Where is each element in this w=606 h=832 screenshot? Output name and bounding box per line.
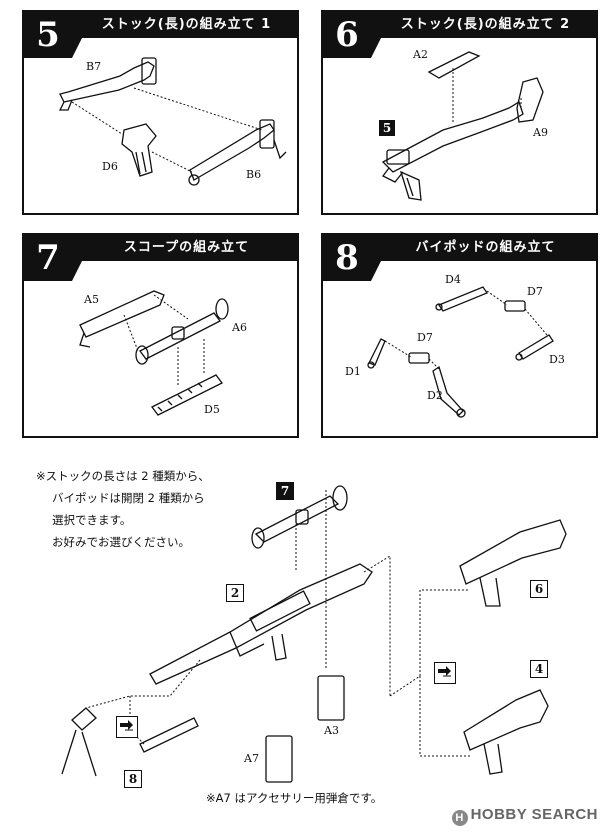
part-label-d2: D2 [427,389,443,402]
step-8-title: バイポッドの組み立て [415,240,556,255]
part-label-a6: A6 [232,321,247,334]
footnote-a7: ※A7 はアクセサリー用弾倉です。 [206,791,383,805]
part-label-d4: D4 [445,273,461,286]
part-label-a3: A3 [324,724,339,737]
step-7-illustration [79,290,229,416]
swap-arrow-icon-stock [434,662,456,684]
final-assembly-illustration [61,485,567,783]
final-badge-stock-short: 4 [530,660,548,678]
step-8-illustration [367,286,554,418]
part-label-b6: B6 [246,168,262,181]
final-badge-scope: 7 [276,482,294,500]
step-6-panel: ストック(長)の組み立て 2 6 A2 A9 5 [321,10,598,215]
step-7-title: スコープの組み立て [123,240,250,255]
part-label-d3: D3 [549,353,565,366]
step-5-panel: ストック(長)の組み立て 1 5 B7 D6 B6 [22,10,299,215]
watermark-text: HOBBY SEARCH [470,806,598,823]
note-line-3: 選択できます。 [52,513,132,527]
part-label-b7: B7 [86,60,102,73]
part-label-d6: D6 [102,160,118,173]
step-5-number: 5 [24,12,82,58]
final-badge-main: 2 [226,584,244,602]
part-label-d7-bottom: D7 [417,331,433,344]
part-label-a9: A9 [533,126,548,139]
part-label-a5: A5 [84,293,99,306]
step-6-ref-badge: 5 [379,120,395,136]
step-5-title: ストック(長)の組み立て 1 [101,17,272,32]
part-label-d7-top: D7 [527,285,543,298]
step-8-panel: バイポッドの組み立て 8 D4 D7 D3 [321,233,598,438]
step-8-number: 8 [323,235,381,281]
part-label-d1: D1 [345,365,361,378]
step-6-title: ストック(長)の組み立て 2 [400,17,571,32]
step-6-illustration [381,51,544,201]
step-5-illustration [58,57,287,186]
part-label-a2: A2 [413,48,428,61]
step-7-number: 7 [24,235,82,281]
step-7-panel: スコープの組み立て 7 A5 A6 D5 [22,233,299,438]
part-label-a7: A7 [244,752,259,765]
swap-arrow-icon-bipod [116,716,138,738]
step-6-number: 6 [323,12,381,58]
hobby-search-logo-icon: H [451,810,468,826]
note-line-4: お好みでお選びください。 [52,535,190,549]
note-line-1: ※ストックの長さは 2 種類から、 [36,469,210,483]
final-badge-stock-long: 6 [530,580,548,598]
note-line-2: バイポッドは開閉 2 種類から [52,491,205,505]
final-badge-bipod: 8 [124,770,142,788]
part-label-d5: D5 [204,403,220,416]
